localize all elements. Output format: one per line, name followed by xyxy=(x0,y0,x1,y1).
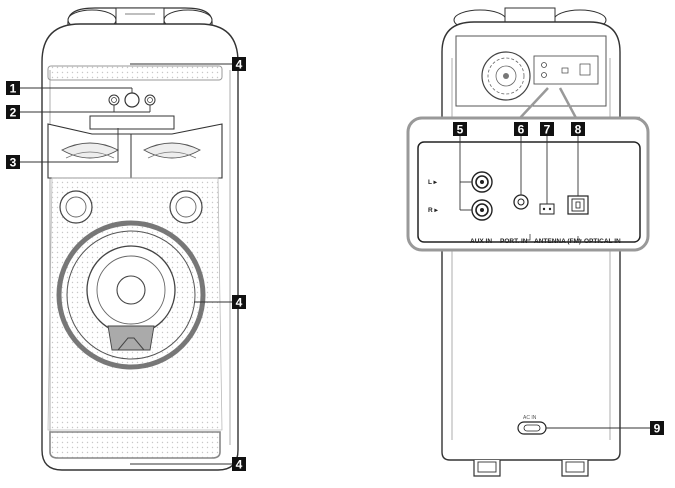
svg-text:2: 2 xyxy=(10,106,17,120)
callout-2: 2 xyxy=(6,105,20,120)
callout-1: 1 xyxy=(6,81,20,96)
callout-4-bottom: 4 xyxy=(232,457,246,472)
callout-4-top: 4 xyxy=(232,57,246,72)
aux-in-label: AUX IN xyxy=(470,238,492,245)
svg-text:4: 4 xyxy=(236,296,243,310)
callout-badges: 1 2 3 4 4 4 5 6 xyxy=(6,57,664,472)
svg-text:7: 7 xyxy=(544,123,551,137)
rear-view: L ▸ R ▸ AUX IN PORT. IN ANTENNA (FM) OPT… xyxy=(406,7,650,477)
callout-6: 6 xyxy=(514,122,528,137)
callout-3: 3 xyxy=(6,155,20,170)
rear-connector-panel xyxy=(417,141,641,243)
front-bottom-light-strip xyxy=(49,431,221,459)
callout-8: 8 xyxy=(571,122,585,137)
ac-in-label: AC IN xyxy=(523,415,537,421)
svg-text:3: 3 xyxy=(10,156,17,170)
rear-small-terminal xyxy=(533,55,599,85)
front-knob-right xyxy=(144,94,156,106)
svg-text:5: 5 xyxy=(457,123,464,137)
svg-text:6: 6 xyxy=(518,123,525,137)
callout-9: 9 xyxy=(650,421,664,436)
front-woofer-ring xyxy=(56,220,206,370)
front-mid-speaker-left xyxy=(59,190,93,224)
port-in-jack xyxy=(513,194,529,210)
port-in-label: PORT. IN xyxy=(500,238,528,245)
aux-right-label: R ▸ xyxy=(428,207,439,214)
front-knob-left xyxy=(108,94,120,106)
svg-text:9: 9 xyxy=(654,422,661,436)
svg-text:1: 1 xyxy=(10,82,17,96)
ac-in-socket xyxy=(517,421,547,435)
front-mid-speaker-right xyxy=(169,190,203,224)
front-woofer-dustcap xyxy=(116,275,146,305)
rear-leader-lines xyxy=(459,136,650,429)
front-display xyxy=(89,115,175,130)
front-jack-center xyxy=(124,92,140,108)
front-leader-lines xyxy=(20,63,232,465)
callout-5: 5 xyxy=(453,122,467,137)
svg-text:4: 4 xyxy=(236,458,243,472)
svg-text:4: 4 xyxy=(236,58,243,72)
callout-7: 7 xyxy=(540,122,554,137)
front-tweeter-housing xyxy=(47,123,223,179)
optical-in-label: OPTICAL IN xyxy=(584,238,621,245)
front-top-light-strip xyxy=(47,65,223,81)
callout-4-mid: 4 xyxy=(232,295,246,310)
antenna-terminal xyxy=(539,203,555,215)
aux-left-label: L ▸ xyxy=(428,179,438,186)
front-view xyxy=(41,7,239,471)
svg-text:8: 8 xyxy=(575,123,582,137)
antenna-label: ANTENNA (FM) xyxy=(534,238,581,245)
